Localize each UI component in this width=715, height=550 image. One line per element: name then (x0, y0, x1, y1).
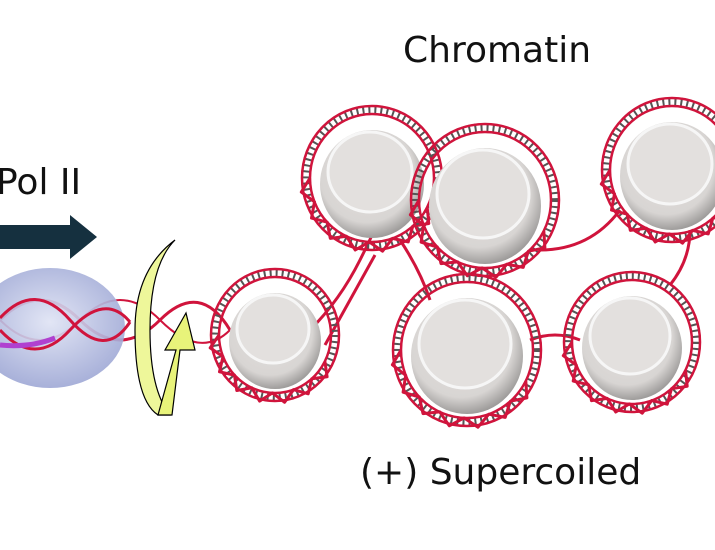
rna-polymerase-ii (0, 268, 132, 388)
rna-strand (0, 335, 56, 349)
chromatin-label: Chromatin (403, 30, 592, 71)
nucleosome (599, 96, 715, 245)
nucleosome (208, 267, 341, 404)
supercoiled-label: (+) Supercoiled (360, 452, 642, 493)
transcription-direction-arrow (0, 215, 97, 259)
nucleosomes (208, 96, 715, 429)
nucleosome (390, 272, 543, 429)
pol-ii-label: Pol II (0, 162, 82, 203)
nucleosome (408, 122, 561, 279)
rotation-arrow-icon (134, 239, 196, 416)
nucleosome (561, 270, 702, 415)
